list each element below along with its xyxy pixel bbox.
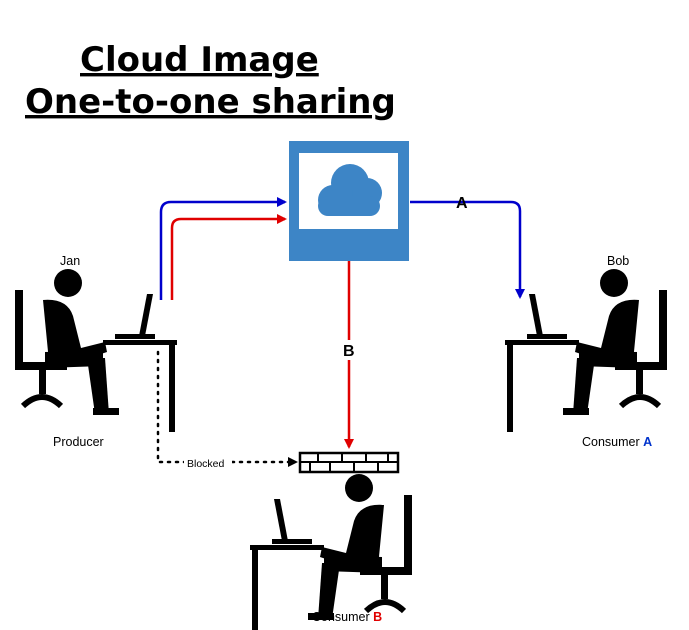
consumer-b-role-prefix: Consumer [312, 610, 370, 624]
producer-name: Jan [60, 254, 80, 268]
flow-b-label: B [343, 343, 355, 360]
consumer-b-role-suffix: B [373, 610, 382, 624]
consumer-a-role-suffix: A [643, 435, 652, 449]
flow-b-upload-arrow [170, 214, 287, 300]
consumer-b-role: Consumer B [312, 610, 382, 624]
consumer-a-name: Bob [607, 254, 629, 268]
producer-role: Producer [53, 435, 104, 449]
flow-a-share-arrow [410, 200, 525, 299]
consumer-a-role: Consumer A [582, 435, 652, 449]
consumer-b-person-icon [250, 474, 412, 630]
cloud-icon [318, 164, 382, 216]
title-line-1: Cloud Image [80, 40, 319, 80]
blocked-label: Blocked [187, 458, 225, 470]
blocked-path [156, 350, 298, 467]
flow-a-label: A [456, 195, 468, 212]
cloud-image-node [289, 141, 409, 261]
consumer-a-role-prefix: Consumer [582, 435, 640, 449]
consumer-a-person-icon [505, 269, 667, 432]
producer-person-icon [15, 269, 177, 432]
title-line-2: One-to-one sharing [25, 82, 396, 122]
flow-a-upload-arrow [159, 197, 287, 300]
firewall-icon [298, 451, 400, 474]
